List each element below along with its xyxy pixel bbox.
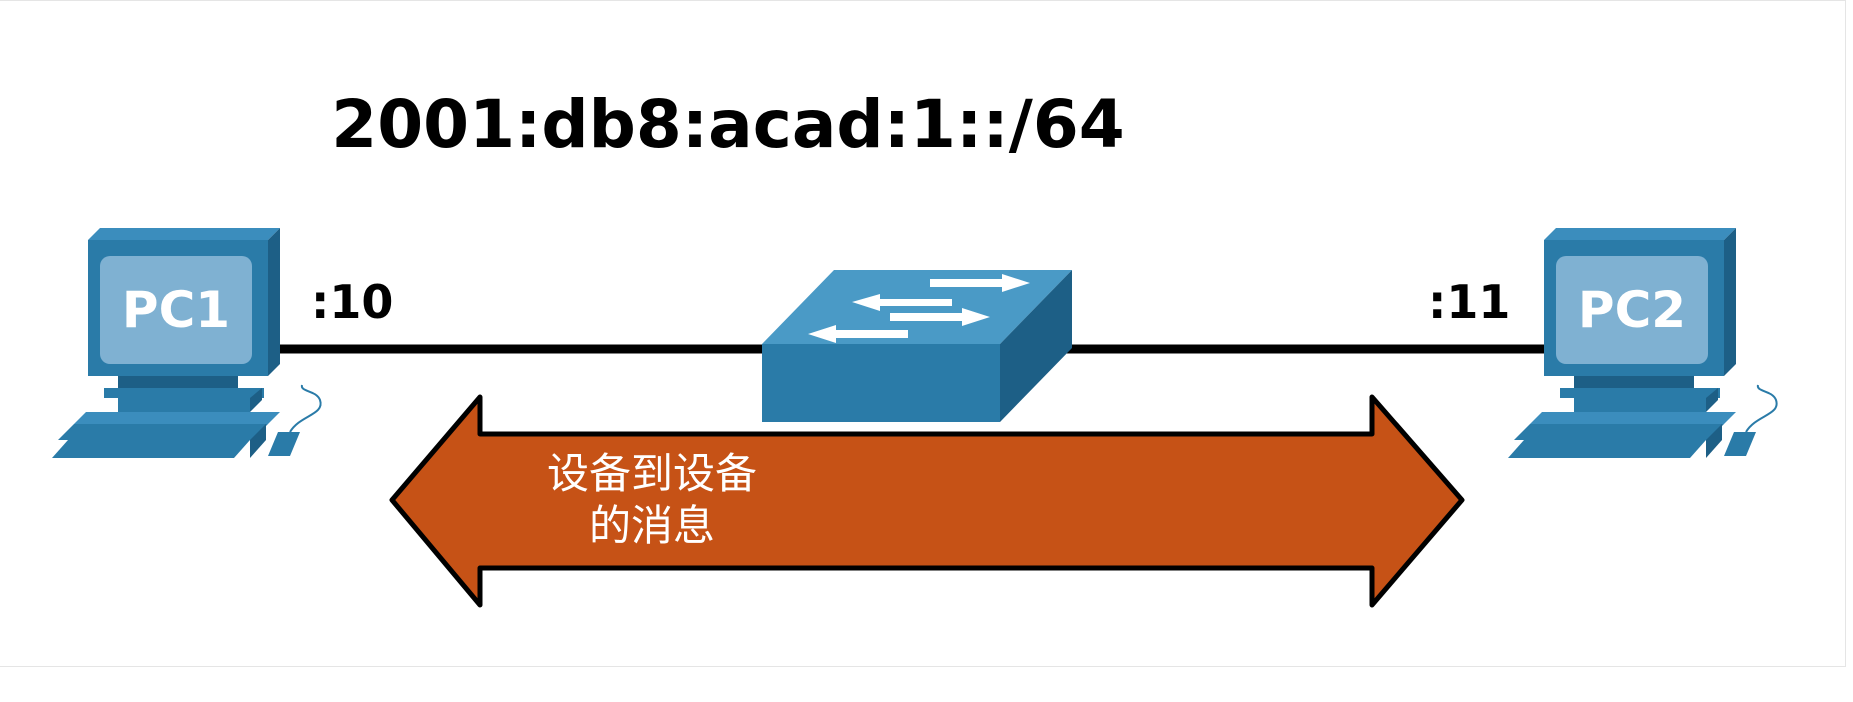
pc2-interface-id: :11	[1428, 275, 1510, 329]
message-line-2: 的消息	[589, 501, 715, 550]
pc2-icon	[1508, 228, 1778, 458]
pc2-label: PC2	[1578, 281, 1686, 339]
pc1-label: PC1	[122, 281, 230, 339]
message-line-1: 设备到设备	[547, 449, 757, 498]
pc1-icon	[52, 228, 322, 458]
network-prefix: 2001:db8:acad:1::/64	[331, 86, 1124, 163]
switch-icon	[762, 270, 1072, 422]
diagram-frame	[0, 0, 1846, 667]
double-arrow-icon	[389, 394, 1465, 608]
pc1-interface-id: :10	[311, 275, 393, 329]
